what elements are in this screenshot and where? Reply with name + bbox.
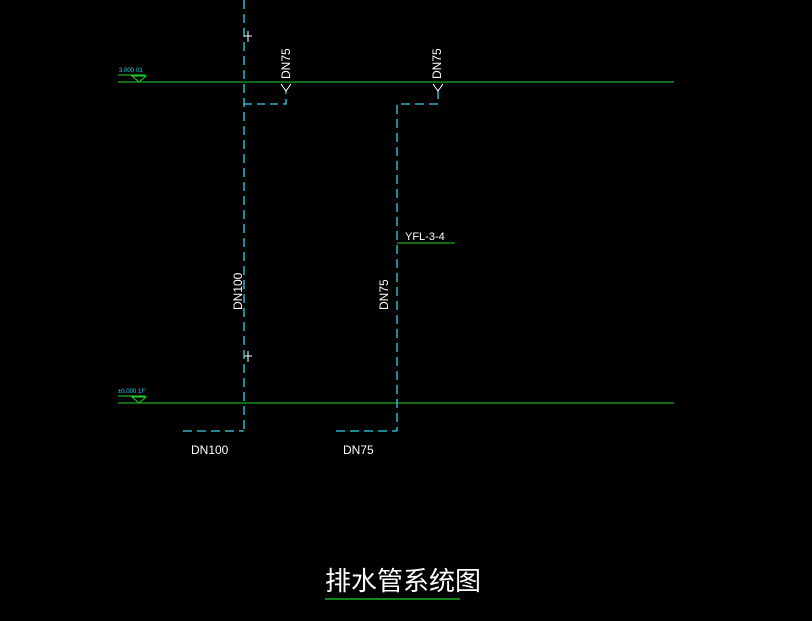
top-floor-name: 01 bbox=[136, 68, 143, 74]
riser-left-size-label: DN100 bbox=[231, 272, 245, 310]
riser-tag: YFL-3-4 bbox=[405, 231, 445, 243]
bottom-left-size-label: DN100 bbox=[191, 443, 229, 457]
top-floor-level: 3.000 bbox=[119, 68, 135, 74]
top-elevation-marker: 3.000 01 bbox=[118, 68, 148, 83]
riser-right-size-label: DN75 bbox=[377, 279, 391, 310]
bottom-floor-name: 1F bbox=[138, 389, 145, 395]
bottom-floor-level: ±0.000 bbox=[118, 389, 137, 395]
bottom-right-size-label: DN75 bbox=[343, 443, 374, 457]
branch-left-size-label: DN75 bbox=[279, 48, 293, 79]
left-floor-drain bbox=[280, 83, 292, 92]
bottom-elevation-marker: ±0.000 1F bbox=[118, 389, 148, 404]
branch-right-size-label: DN75 bbox=[430, 48, 444, 79]
drawing-title: 排水管系统图 bbox=[325, 567, 481, 597]
cleanout-marks bbox=[244, 31, 252, 362]
right-floor-drain bbox=[432, 83, 444, 92]
right-riser-pipe bbox=[396, 90, 439, 431]
left-branch-pipe bbox=[244, 90, 287, 105]
